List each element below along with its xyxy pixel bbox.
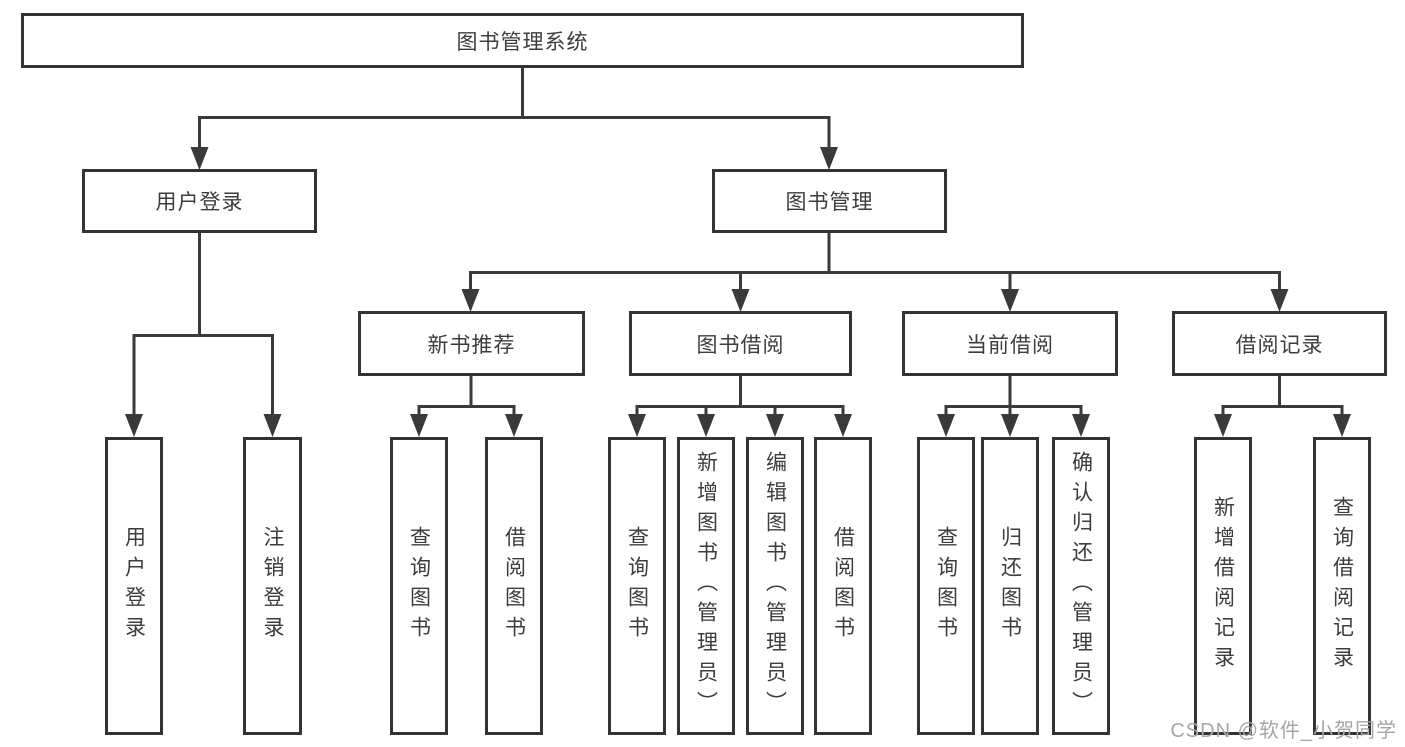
leaf-query-book-borrow: 查询图书 — [608, 437, 666, 735]
leaf-borrow-book: 借阅图书 — [814, 437, 872, 735]
node-current-borrow: 当前借阅 — [902, 311, 1118, 376]
node-user-login: 用户登录 — [82, 169, 317, 233]
leaf-query-borrow-record: 查询借阅记录 — [1313, 437, 1371, 735]
leaf-return-book: 归还图书 — [981, 437, 1039, 735]
leaf-borrow-book-recommend: 借阅图书 — [485, 437, 543, 735]
leaf-edit-book-admin: 编辑图书（管理员） — [746, 437, 804, 735]
leaf-logout-login: 注销登录 — [243, 437, 302, 735]
leaf-add-book-admin: 新增图书（管理员） — [677, 437, 735, 735]
csdn-watermark: CSDN @软件_小贺同学 — [1170, 720, 1397, 742]
node-root-library-management-system: 图书管理系统 — [21, 13, 1024, 68]
leaf-confirm-return-admin: 确认归还（管理员） — [1052, 437, 1110, 735]
node-borrow-records: 借阅记录 — [1172, 311, 1387, 376]
node-book-management: 图书管理 — [712, 169, 947, 233]
leaf-user-login: 用户登录 — [105, 437, 163, 735]
node-book-borrow: 图书借阅 — [629, 311, 852, 376]
leaf-query-book-current: 查询图书 — [917, 437, 975, 735]
node-new-book-recommend: 新书推荐 — [358, 311, 585, 376]
leaf-add-borrow-record: 新增借阅记录 — [1194, 437, 1252, 735]
arrowheads — [125, 147, 1351, 437]
leaf-query-book-recommend: 查询图书 — [390, 437, 448, 735]
